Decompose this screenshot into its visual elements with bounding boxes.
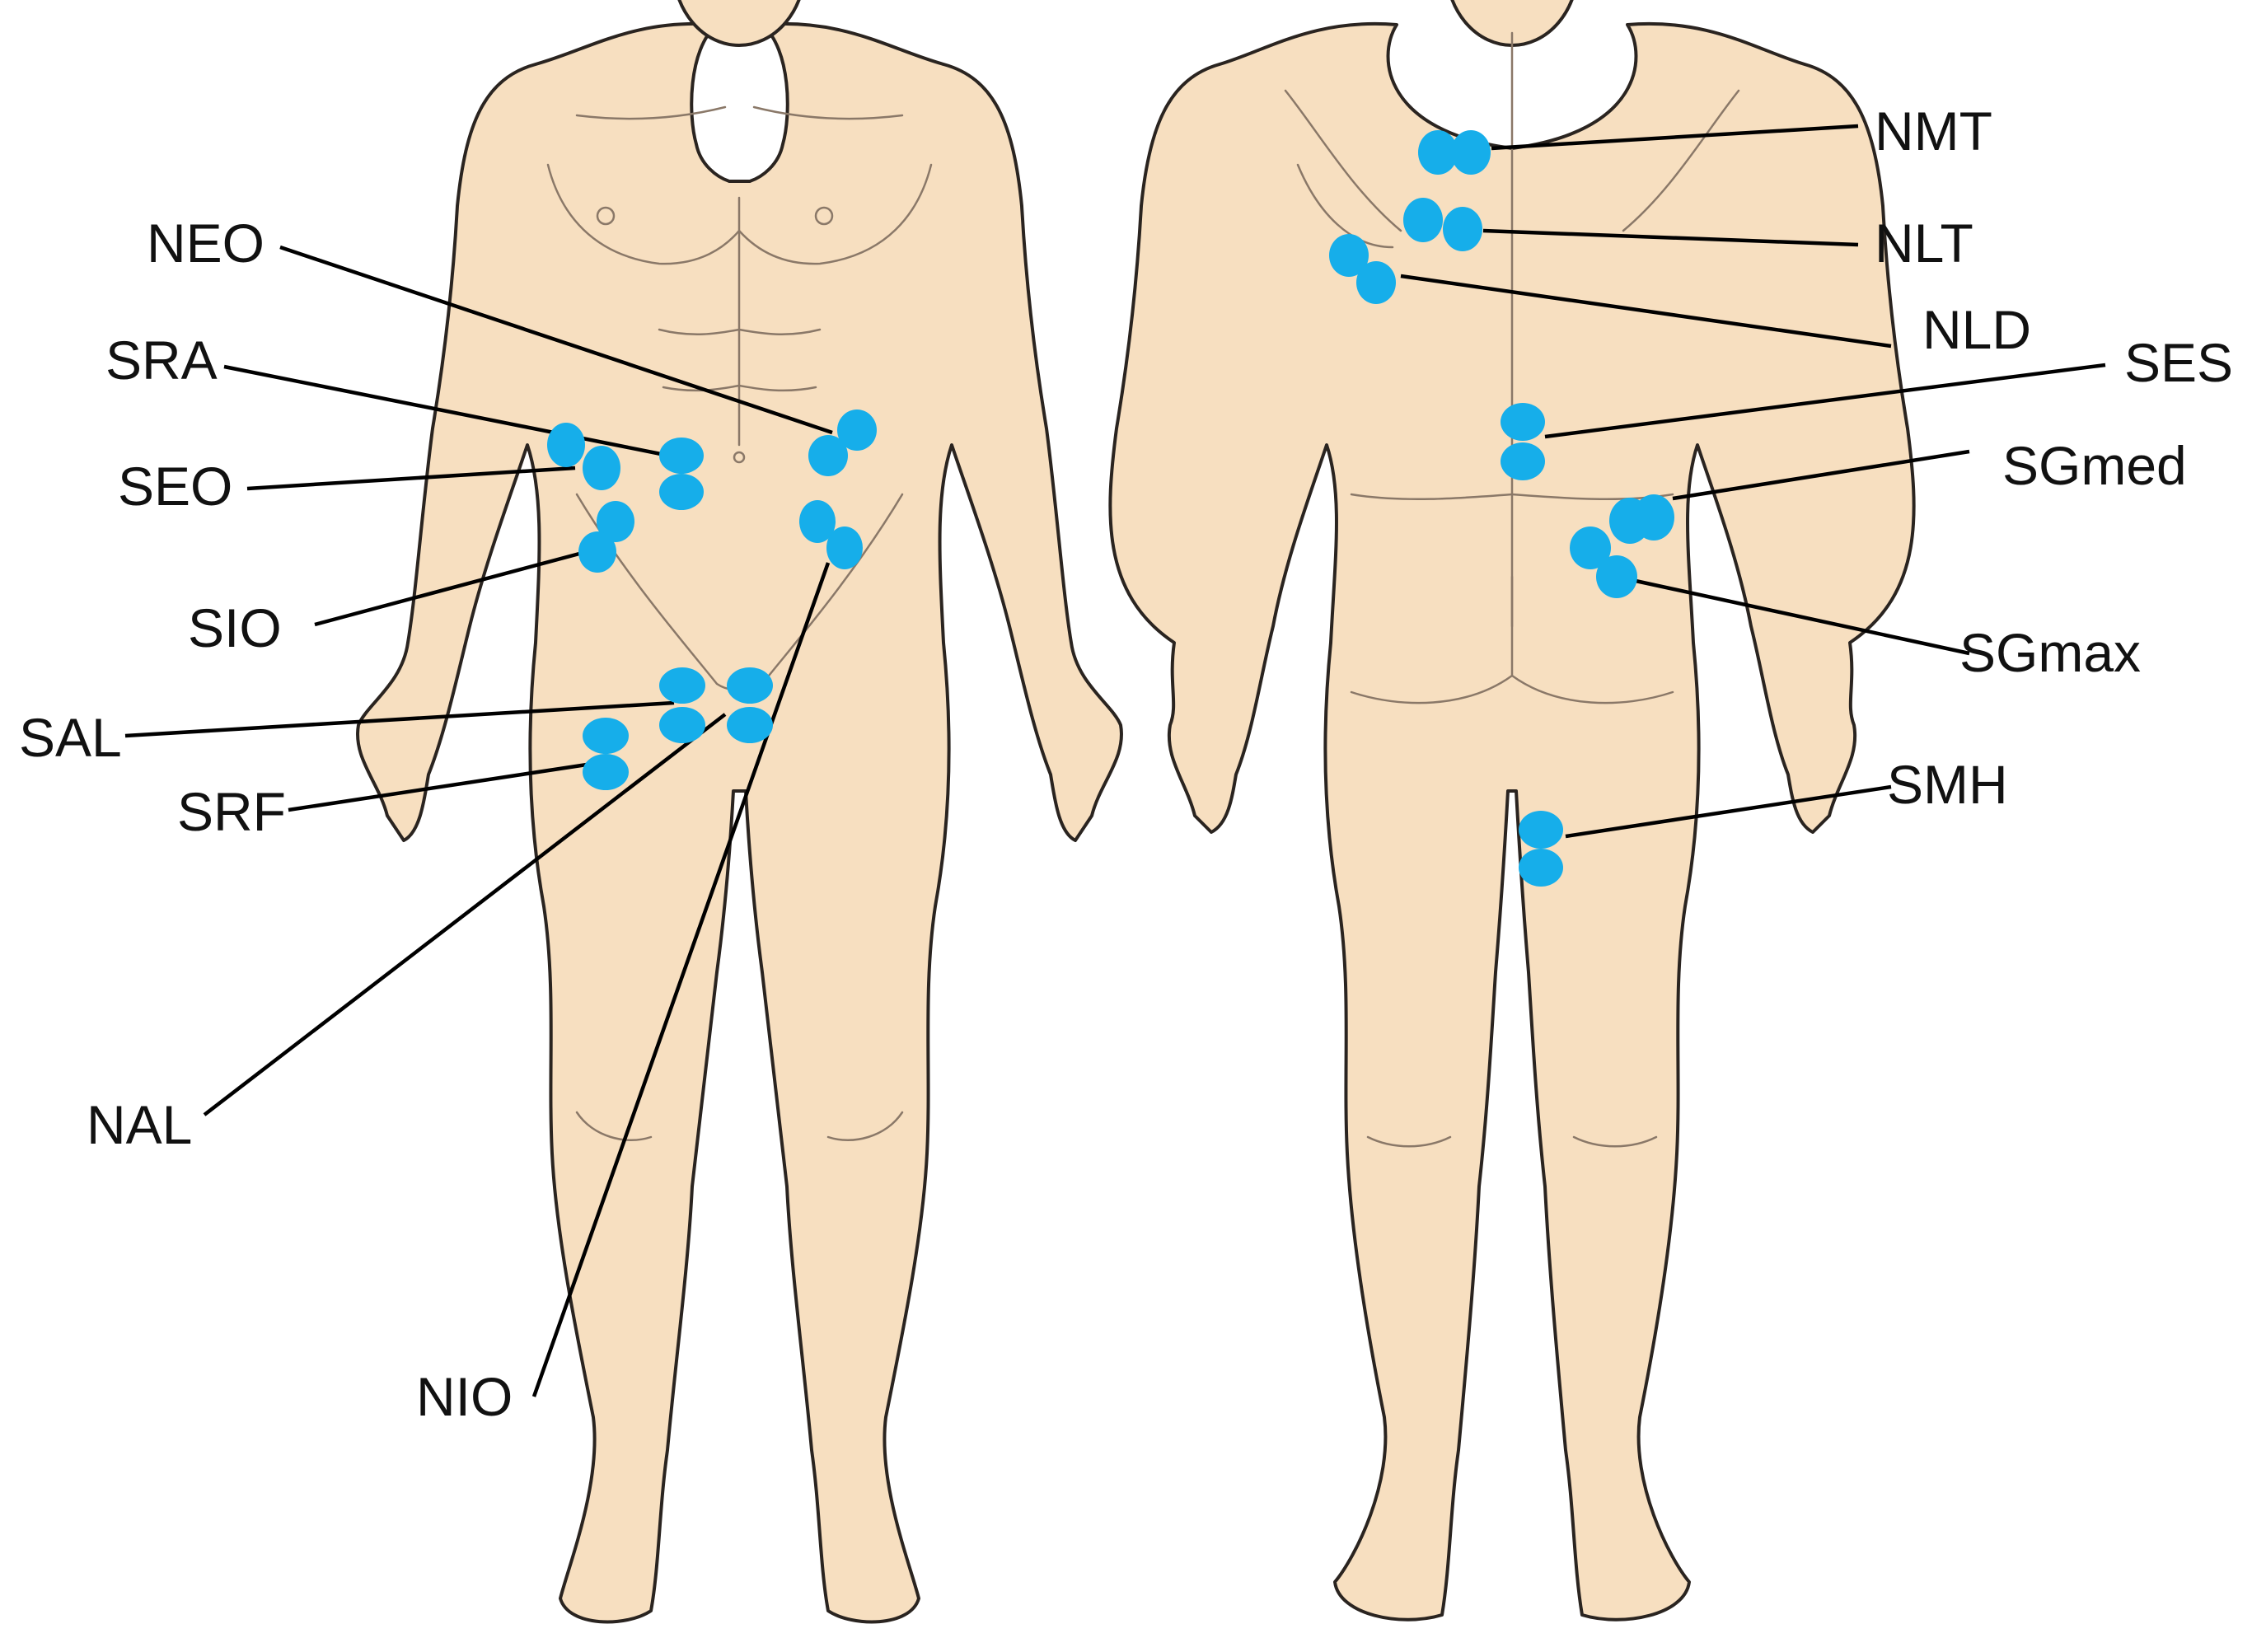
electrode-sra-1 (547, 423, 585, 467)
electrode-seo-2 (659, 474, 704, 510)
back-body-figure (1108, 0, 1916, 1622)
label-srf: SRF (177, 781, 286, 842)
label-sal: SAL (19, 707, 122, 768)
label-nio: NIO (416, 1366, 513, 1427)
front-nipple-right (814, 206, 834, 226)
back-body-silhouette (1108, 22, 1916, 1622)
label-sio: SIO (188, 597, 282, 658)
electrode-sgmax-1 (1570, 526, 1611, 569)
back-knee-lines (1366, 1135, 1658, 1148)
label-ses: SES (2124, 332, 2233, 393)
leader-seo (246, 466, 576, 491)
leader-nmt (1491, 124, 1859, 151)
front-head (677, 0, 801, 47)
electrode-nal-1 (727, 667, 773, 704)
front-clavicle-lines (575, 105, 904, 120)
electrode-nio-2 (826, 526, 863, 569)
electrode-sio-2 (578, 531, 616, 573)
electrode-nmt-1 (1418, 130, 1458, 175)
label-nld: NLD (1922, 299, 2031, 360)
labels: NEO SRA SEO SIO SAL SRF NAL NIO NMT NLT … (19, 101, 2233, 1427)
electrode-nld-2 (1356, 261, 1396, 304)
electrode-smh-2 (1519, 849, 1563, 887)
electrode-nlt-1 (1403, 198, 1443, 242)
leader-nlt (1482, 228, 1859, 247)
label-sgmax: SGmax (1959, 622, 2141, 683)
front-body-silhouette (356, 22, 1123, 1624)
electrode-neo-1 (837, 409, 877, 451)
electrode-sgmax-2 (1596, 555, 1637, 598)
leader-ses (1544, 363, 2106, 439)
leader-sgmed (1672, 449, 1970, 501)
electrode-nlt-2 (1443, 207, 1482, 251)
leader-sra (223, 364, 670, 458)
back-buttock-lines (1350, 575, 1674, 704)
leader-srf (288, 762, 588, 812)
label-seo: SEO (118, 456, 232, 517)
leader-lines (124, 124, 2106, 1397)
label-nal: NAL (87, 1094, 192, 1155)
label-sgmed: SGmed (2002, 435, 2187, 496)
front-abdominal-lines (658, 328, 822, 392)
electrode-ses-2 (1501, 442, 1545, 480)
electrode-nmt-2 (1451, 130, 1491, 175)
leader-nld (1400, 274, 1892, 349)
electrode-nld-1 (1329, 234, 1369, 277)
electrode-seo-1 (659, 438, 704, 474)
label-neo: NEO (147, 213, 265, 274)
electrode-nio-1 (799, 500, 836, 543)
electrode-nal-2 (727, 707, 773, 743)
leader-nio (531, 562, 831, 1397)
electrode-srf-2 (583, 754, 629, 790)
front-navel (733, 451, 746, 464)
leader-sal (124, 700, 675, 738)
electrode-sgmed-2 (1633, 494, 1674, 541)
electrode-smh-1 (1519, 811, 1563, 849)
electrode-neo-2 (808, 435, 848, 476)
back-scapula-lines (1284, 89, 1740, 249)
electrodes (547, 130, 1674, 887)
front-knee-lines (575, 1111, 904, 1141)
electrode-sio-1 (597, 501, 634, 542)
electrode-sra-2 (583, 446, 620, 490)
leader-sgmax (1635, 578, 1970, 656)
label-nlt: NLT (1875, 213, 1973, 274)
front-nipple-left (596, 206, 616, 226)
electrode-srf-1 (583, 718, 629, 754)
label-sra: SRA (105, 330, 218, 391)
electrode-sal-1 (659, 667, 705, 704)
leader-sio (314, 548, 592, 627)
label-nmt: NMT (1875, 101, 1992, 161)
leader-smh (1565, 784, 1892, 839)
electrode-sal-2 (659, 707, 705, 743)
leader-nal (203, 713, 727, 1116)
electrode-ses-1 (1501, 403, 1545, 441)
leader-neo (279, 245, 833, 435)
label-smh: SMH (1887, 754, 2008, 815)
